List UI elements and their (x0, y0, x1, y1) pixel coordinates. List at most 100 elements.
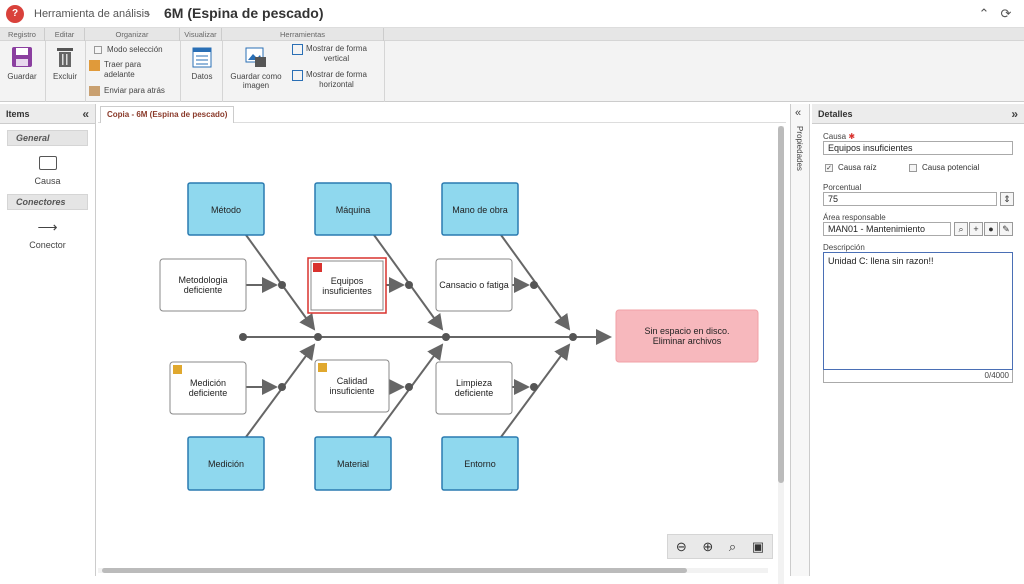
checkbox-checked-icon: ✓ (825, 163, 833, 172)
zoom-toolbar: ⊖ ⊕ ⌕ ▣ (667, 534, 773, 559)
items-panel: Items « General Causa Conectores ⟶ Conec… (0, 104, 96, 576)
horizontal-scrollbar[interactable] (98, 568, 768, 573)
checkbox-icon (909, 163, 917, 172)
cause-input[interactable]: Equipos insuficientes (823, 141, 1013, 155)
bone-medicion (245, 343, 316, 438)
description-label: Descripción (823, 243, 865, 252)
scroll-thumb[interactable] (102, 568, 687, 573)
percent-input[interactable]: 75 (823, 192, 997, 206)
details-panel: Detalles » Causa ✱ Equipos insuficientes… (812, 104, 1024, 576)
ribbon-toolbar: Registro Editar Organizar Visualizar Her… (0, 28, 1024, 102)
horizontal-layout-icon (292, 70, 303, 81)
area-input[interactable]: MAN01 - Mantenimiento (823, 222, 951, 236)
cause-label: Cansacio o fatiga (439, 280, 509, 290)
group-registro: Registro (0, 28, 45, 41)
user-icon[interactable]: ● (984, 222, 998, 236)
properties-strip[interactable]: « Propiedades (790, 104, 810, 576)
data-button[interactable]: Datos (187, 46, 217, 81)
zoom-in-icon[interactable]: ⊕ (702, 538, 714, 554)
category-general: General (7, 130, 88, 146)
category-node[interactable]: Entorno (441, 436, 519, 491)
puzzle-icon (313, 263, 322, 272)
search-icon[interactable]: ⌕ (954, 222, 968, 236)
scroll-thumb[interactable] (778, 126, 784, 483)
category-connectors: Conectores (7, 194, 88, 210)
data-icon (192, 47, 212, 68)
description-textarea[interactable]: Unidad C: llena sin razon!! (823, 252, 1013, 370)
cause-node[interactable]: Medición deficiente (169, 361, 247, 415)
breadcrumb-separator: › (146, 6, 151, 21)
zoom-fit-icon[interactable]: ⌕ (728, 538, 737, 554)
refresh-icon[interactable]: ⟳ (1000, 6, 1012, 21)
delete-button[interactable]: Excluir (48, 46, 82, 81)
send-back-button[interactable]: Enviar para atrás (89, 86, 165, 96)
group-visualizar: Visualizar (180, 28, 222, 41)
arrow-right-icon: ⟶ (37, 219, 58, 235)
tool-connector[interactable]: ⟶ Conector (0, 220, 95, 250)
char-counter: 0/4000 (823, 370, 1013, 383)
edit-icon[interactable]: ✎ (999, 222, 1013, 236)
spinner-icon[interactable]: ⇕ (1000, 192, 1014, 206)
puzzle-icon (318, 363, 327, 372)
folder-settings-icon[interactable]: ▣ (751, 538, 765, 554)
category-label: Mano de obra (452, 205, 508, 215)
bring-forward-icon (89, 60, 100, 71)
breadcrumb[interactable]: Herramienta de análisis (34, 8, 150, 20)
vertical-scrollbar[interactable] (778, 126, 784, 584)
spine-joint (314, 333, 322, 341)
bone-joint (530, 281, 538, 289)
add-icon[interactable]: + (969, 222, 983, 236)
cause-node[interactable]: Calidad insuficiente (314, 359, 390, 413)
bone-entorno (500, 343, 571, 438)
zoom-out-icon[interactable]: ⊖ (675, 538, 687, 554)
collapse-up-icon[interactable]: ⌃ (978, 6, 990, 21)
cause-label: Medición deficiente (188, 378, 228, 398)
spine-joint (442, 333, 450, 341)
select-mode-checkbox[interactable]: Modo selección (94, 45, 163, 54)
fishbone-diagram[interactable]: Método Máquina Mano de obra Medición Mat… (98, 124, 778, 564)
tab-diagram[interactable]: Copia - 6M (Espina de pescado) (100, 106, 235, 123)
page-title: 6M (Espina de pescado) (164, 5, 324, 21)
cause-node[interactable]: Metodologia deficiente (159, 258, 247, 312)
cause-node[interactable]: Limpieza deficiente (435, 361, 513, 415)
effect-node[interactable]: Sin espacio en disco. Eliminar archivos (615, 309, 759, 363)
category-label: Entorno (464, 459, 496, 469)
category-node[interactable]: Máquina (314, 182, 392, 236)
expand-left-icon[interactable]: « (795, 107, 802, 119)
save-button[interactable]: Guardar (4, 46, 40, 81)
puzzle-icon (173, 365, 182, 374)
category-node[interactable]: Mano de obra (441, 182, 519, 236)
bone-joint (405, 281, 413, 289)
group-editar: Editar (45, 28, 85, 41)
bone-joint (278, 383, 286, 391)
cause-label: Limpieza deficiente (454, 378, 494, 398)
spine-start (239, 333, 247, 341)
category-label: Método (211, 205, 241, 215)
group-organizar: Organizar (85, 28, 180, 41)
cause-field-label: Causa ✱ (823, 132, 856, 141)
category-node[interactable]: Material (314, 436, 392, 491)
items-panel-header: Items « (0, 104, 95, 124)
root-cause-checkbox[interactable]: ✓Causa raíz (825, 163, 877, 172)
category-node[interactable]: Medición (187, 436, 265, 491)
cause-label: Metodologia deficiente (178, 275, 228, 295)
percent-label: Porcentual (823, 183, 862, 192)
bone-joint (405, 383, 413, 391)
trash-icon (57, 48, 73, 67)
collapse-left-icon[interactable]: « (82, 107, 89, 121)
cause-node[interactable]: Cansacio o fatiga (435, 258, 513, 312)
required-icon: ✱ (848, 132, 856, 141)
effect-label: Sin espacio en disco. Eliminar archivos (644, 326, 730, 346)
title-bar: ? Herramienta de análisis › 6M (Espina d… (0, 0, 1024, 28)
vertical-layout-icon (292, 44, 303, 55)
group-herramientas: Herramientas (222, 28, 384, 41)
category-node[interactable]: Método (187, 182, 265, 236)
potential-cause-checkbox[interactable]: Causa potencial (909, 163, 979, 172)
cause-node-selected[interactable]: Equipos insuficientes (307, 257, 387, 314)
tool-cause[interactable]: Causa (0, 156, 95, 186)
collapse-right-icon[interactable]: » (1011, 107, 1018, 121)
